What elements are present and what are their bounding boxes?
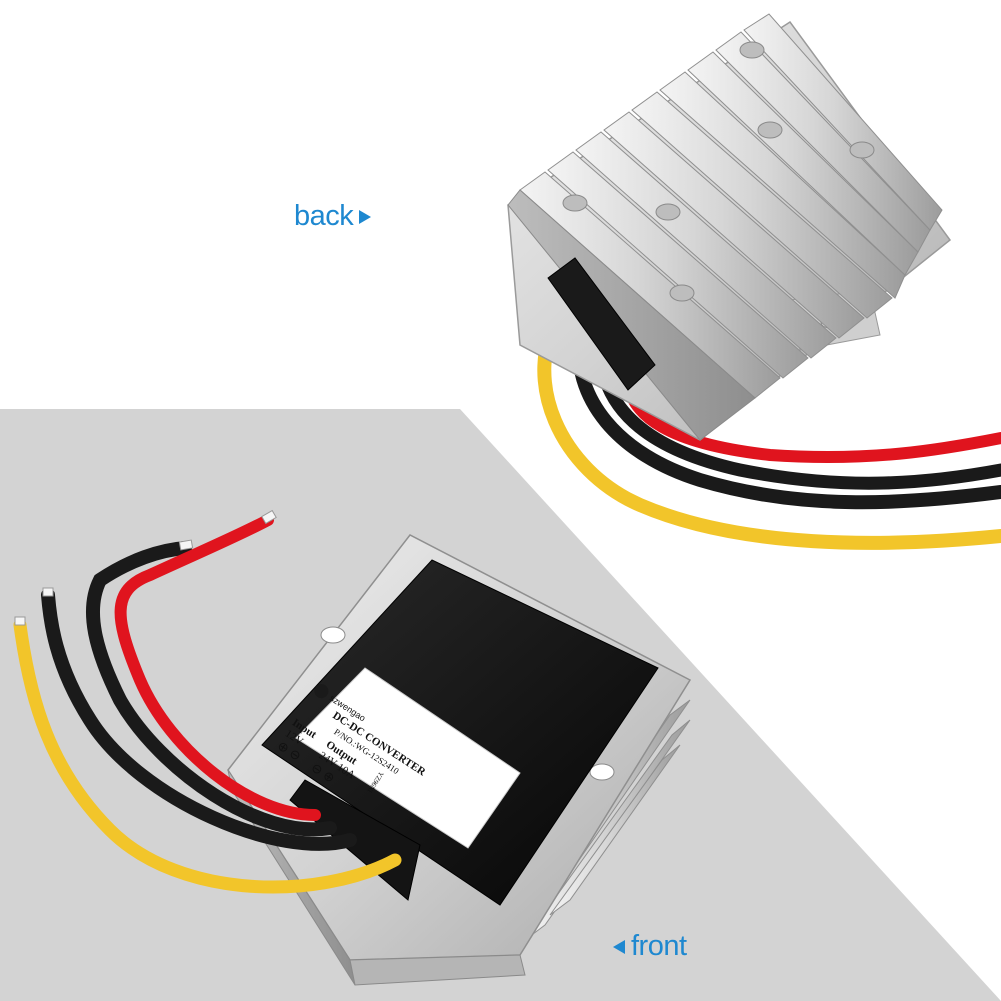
front-label-text: front xyxy=(631,930,687,962)
front-wires xyxy=(13,514,402,894)
back-view-label: back xyxy=(294,200,372,233)
back-cable-grommet xyxy=(547,257,656,391)
back-label-text: back xyxy=(294,200,354,232)
product-sticker xyxy=(295,667,521,849)
front-view-label: front xyxy=(613,930,687,963)
triangle-right-icon xyxy=(359,209,372,224)
converter-back-view xyxy=(507,13,1001,550)
lot-code: YZ96NI xyxy=(365,769,386,795)
converter-front-view xyxy=(13,509,692,986)
triangle-left-icon xyxy=(613,939,625,954)
heat-sink-fins xyxy=(519,13,943,399)
